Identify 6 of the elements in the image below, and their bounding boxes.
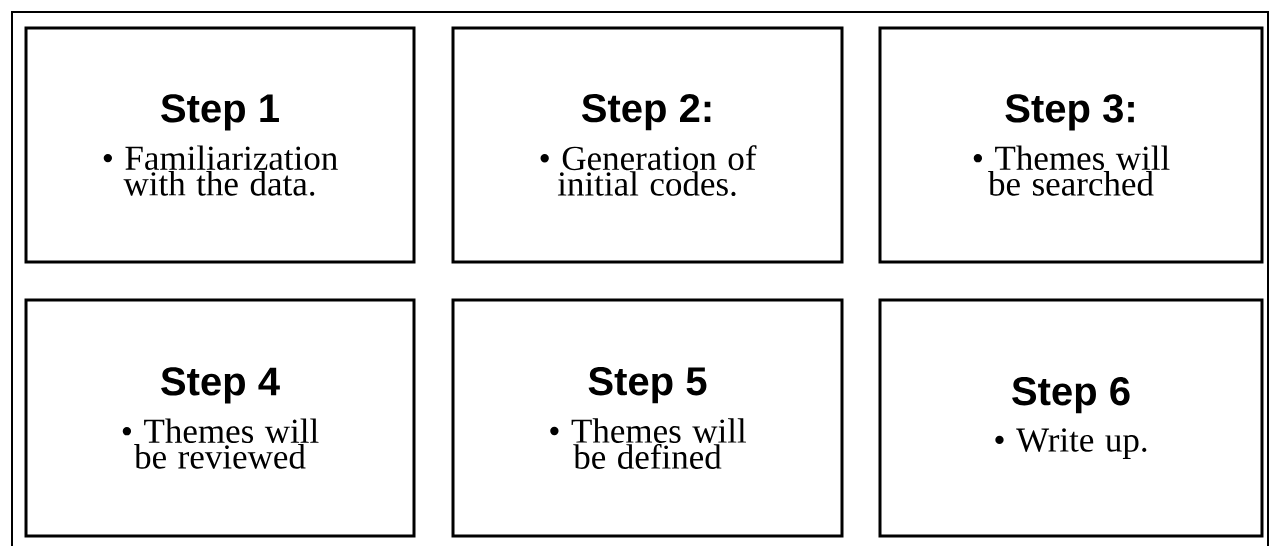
step-box: Step 4 • Themes will be reviewed bbox=[24, 298, 416, 538]
step-box: Step 6 • Write up. bbox=[878, 298, 1264, 538]
step-box: Step 5 • Themes will be defined bbox=[451, 298, 844, 538]
step-box: Step 3: • Themes will be searched bbox=[878, 26, 1264, 264]
step-box: Step 2: • Generation of initial codes. bbox=[451, 26, 844, 264]
step-box: Step 1 • Familiarization with the data. bbox=[24, 26, 416, 264]
